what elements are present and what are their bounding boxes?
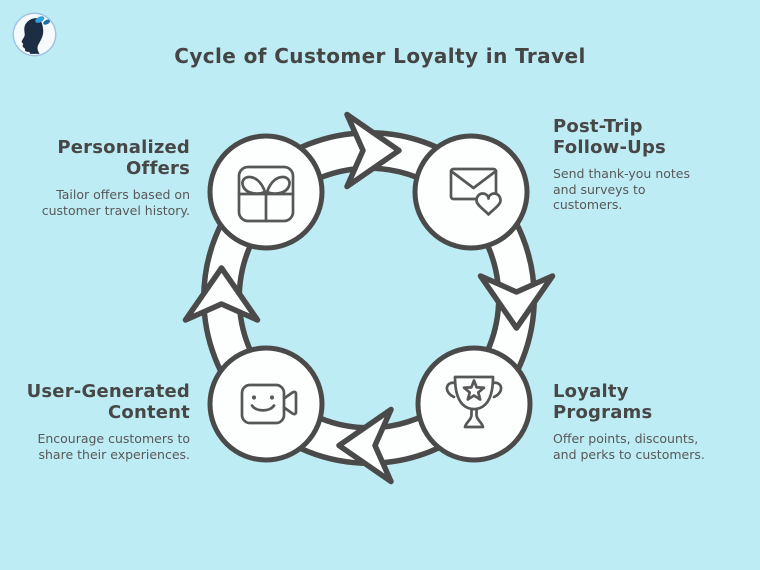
node-label-user-generated-content: User-Generated Content Encourage custome… — [0, 381, 190, 462]
desc-line: customer travel history. — [41, 202, 190, 218]
title-line: Loyalty — [553, 381, 629, 402]
node-label-personalized-offers: Personalized Offers Tailor offers based … — [0, 137, 190, 218]
title-line: Follow-Ups — [553, 137, 666, 158]
desc-line: customers. — [553, 197, 623, 212]
node-title: Personalized Offers — [0, 137, 190, 179]
heart-icon — [475, 192, 502, 216]
title-line: Programs — [553, 402, 653, 423]
page-title: Cycle of Customer Loyalty in Travel — [174, 44, 586, 68]
node-title: Loyalty Programs — [553, 381, 758, 423]
title-line: Content — [107, 402, 190, 423]
woman-profile-butterfly-logo — [12, 12, 57, 57]
node-circle-user-generated-content — [207, 345, 325, 463]
desc-line: share their experiences. — [38, 446, 191, 462]
video-camera-smiley-icon — [240, 383, 298, 425]
star-icon — [462, 379, 486, 401]
title-line: Offers — [126, 158, 190, 179]
node-label-loyalty-programs: Loyalty Programs Offer points, discounts… — [553, 381, 758, 462]
desc-line: and surveys to — [553, 181, 646, 197]
trophy-star-icon — [445, 375, 503, 429]
node-description: Offer points, discounts, and perks to cu… — [553, 431, 758, 462]
node-title: User-Generated Content — [0, 381, 190, 423]
desc-line: and perks to customers. — [553, 446, 705, 462]
desc-line: Offer points, discounts, — [553, 431, 699, 446]
arrow-top-icon — [344, 111, 402, 190]
gift-icon — [237, 165, 295, 223]
brand-logo — [12, 12, 57, 57]
title-line: User-Generated — [26, 381, 190, 402]
node-description: Tailor offers based on customer travel h… — [0, 187, 190, 218]
butterfly-icon — [35, 16, 51, 25]
desc-line: Tailor offers based on — [56, 187, 190, 202]
desc-line: Encourage customers to — [37, 431, 190, 446]
node-circle-post-trip-follow-ups — [412, 133, 530, 251]
node-circle-loyalty-programs — [415, 345, 533, 463]
arrow-left-icon — [182, 265, 261, 323]
node-description: Send thank-you notes and surveys to cust… — [553, 166, 758, 213]
woman-silhouette — [21, 18, 44, 54]
arrow-bottom-icon — [336, 406, 394, 485]
desc-line: Send thank-you notes — [553, 166, 691, 181]
title-line: Personalized — [57, 137, 190, 158]
node-title: Post-Trip Follow-Ups — [553, 116, 758, 158]
node-description: Encourage customers to share their exper… — [0, 431, 190, 462]
node-label-post-trip-follow-ups: Post-Trip Follow-Ups Send thank-you note… — [553, 116, 758, 213]
envelope-heart-icon — [449, 167, 502, 216]
title-line: Post-Trip — [553, 116, 643, 137]
arrow-right-icon — [477, 273, 556, 331]
